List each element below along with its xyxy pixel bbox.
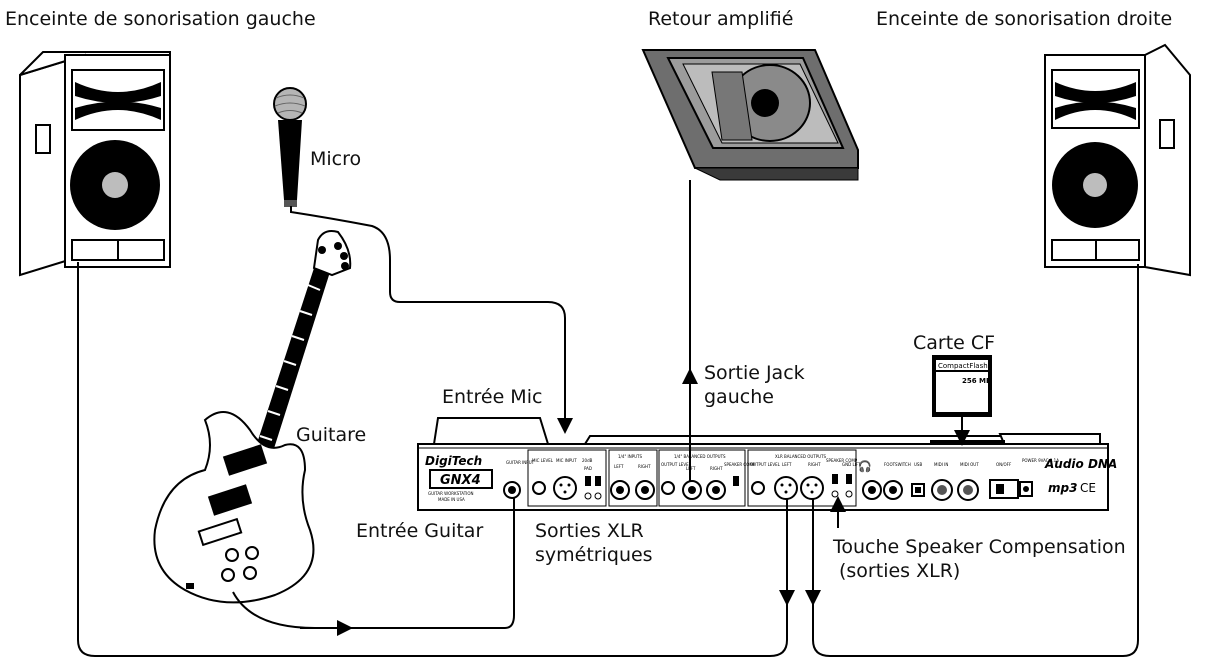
panel-midi-in: MIDI IN (934, 462, 948, 467)
panel-in-right: RIGHT (638, 464, 651, 469)
guitar-label: Guitare (296, 424, 367, 446)
headphones-icon: 🎧 (858, 460, 872, 473)
panel-mic-level: MIC LEVEL (532, 458, 554, 463)
panel-usb: USB (914, 462, 922, 467)
microphone-icon (273, 87, 307, 207)
right-speaker-label: Enceinte de sonorisation droite (876, 8, 1173, 30)
panel-xlr-left: LEFT (782, 462, 792, 467)
panel-mp3-logo: mp3 (1048, 481, 1077, 495)
cf-capacity: 256 MB (962, 377, 991, 385)
panel-on-off: ON/OFF (996, 462, 1012, 467)
cf-card-label: Carte CF (913, 332, 996, 354)
gnx4-device: DigiTech GNX4 GUITAR WORKSTATION MADE IN… (417, 417, 1117, 511)
panel-speaker-comp-2: SPEAKER COMP (826, 458, 858, 463)
stage-monitor-icon (641, 49, 859, 181)
panel-footswitch: FOOTSWITCH (884, 462, 911, 467)
xlr-out-label-line2: symétriques (535, 543, 653, 566)
panel-output-level-2: OUTPUT LEVEL (750, 462, 781, 467)
cables (77, 180, 1139, 657)
cf-card-icon: CompactFlash 256 MB (932, 355, 992, 417)
panel-in-left: LEFT (614, 464, 624, 469)
jack-out-label-line2: gauche (704, 385, 774, 408)
panel-out-right: RIGHT (710, 466, 723, 471)
xlr-out-label-line1: Sorties XLR (535, 520, 644, 542)
panel-guitar-input: GUITAR INPUT (506, 460, 535, 465)
panel-output-level-1: OUTPUT LEVEL (661, 462, 692, 467)
right-pa-speaker-icon (1044, 43, 1191, 277)
device-brand: DigiTech (425, 454, 482, 468)
guitar-input-label: Entrée Guitar (356, 520, 484, 542)
xlr-out-label: Sorties XLR symétriques (535, 520, 653, 568)
panel-speaker-comp-1: SPEAKER COMP (724, 462, 756, 467)
device-made-in: MADE IN USA (438, 497, 465, 502)
device-subtitle: GUITAR WORKSTATION (428, 491, 474, 496)
left-pa-speaker-icon (19, 51, 171, 277)
panel-insert: 20dB (582, 458, 593, 463)
guitar-icon (153, 230, 352, 604)
mic-label: Micro (310, 148, 362, 170)
device-model: GNX4 (440, 473, 481, 488)
panel-ce-logo: CE (1080, 481, 1096, 495)
panel-power: POWER 9VAC 3.1A (1022, 458, 1059, 463)
panel-xlr-right: RIGHT (808, 462, 821, 467)
panel-audio-dna-logo: Audio DNA (1044, 457, 1117, 471)
panel-balanced-14: 1/4" BALANCED OUTPUTS (674, 454, 726, 459)
panel-xlr-balanced: XLR BALANCED OUTPUTS (775, 454, 827, 459)
panel-pad: PAD (584, 466, 592, 471)
monitor-label: Retour amplifié (648, 8, 794, 30)
mic-input-label: Entrée Mic (442, 386, 543, 408)
left-speaker-label: Enceinte de sonorisation gauche (5, 8, 316, 30)
panel-mic-input: MIC INPUT (556, 458, 577, 463)
cf-brand: CompactFlash (938, 362, 988, 370)
panel-aux-inputs: 1/4" INPUTS (618, 454, 643, 459)
speaker-comp-label-line1: Touche Speaker Compensation (833, 536, 1126, 558)
speaker-comp-label-line2: (sorties XLR) (839, 559, 961, 582)
jack-out-label: Sortie Jack gauche (704, 362, 805, 410)
panel-midi-out: MIDI OUT (960, 462, 979, 467)
panel-gnd-lift: GND LIFT (842, 462, 861, 467)
speaker-comp-label: Touche Speaker Compensation (sorties XLR… (833, 536, 1126, 584)
jack-out-label-line1: Sortie Jack (704, 362, 805, 384)
